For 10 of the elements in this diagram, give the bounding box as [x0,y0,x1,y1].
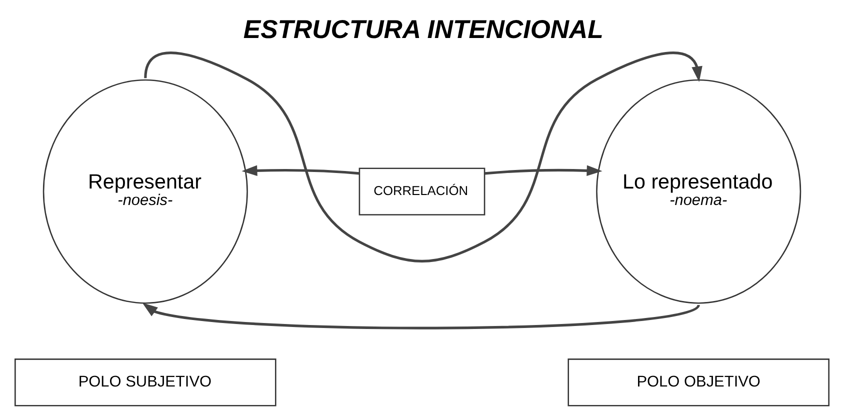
node-box: POLO OBJETIVO [568,358,830,406]
node-circle: Representar -noesis- [42,79,248,304]
arrow [484,165,602,176]
arrow [144,52,702,262]
arrow [142,302,700,330]
node-circle: Lo representado -noema- [596,79,802,304]
node-box: POLO SUBJETIVO [14,358,276,406]
arrow [242,165,360,176]
node-box: CORRELACIÓN [358,168,486,216]
diagram-title: ESTRUCTURA INTENCIONAL [243,16,604,44]
